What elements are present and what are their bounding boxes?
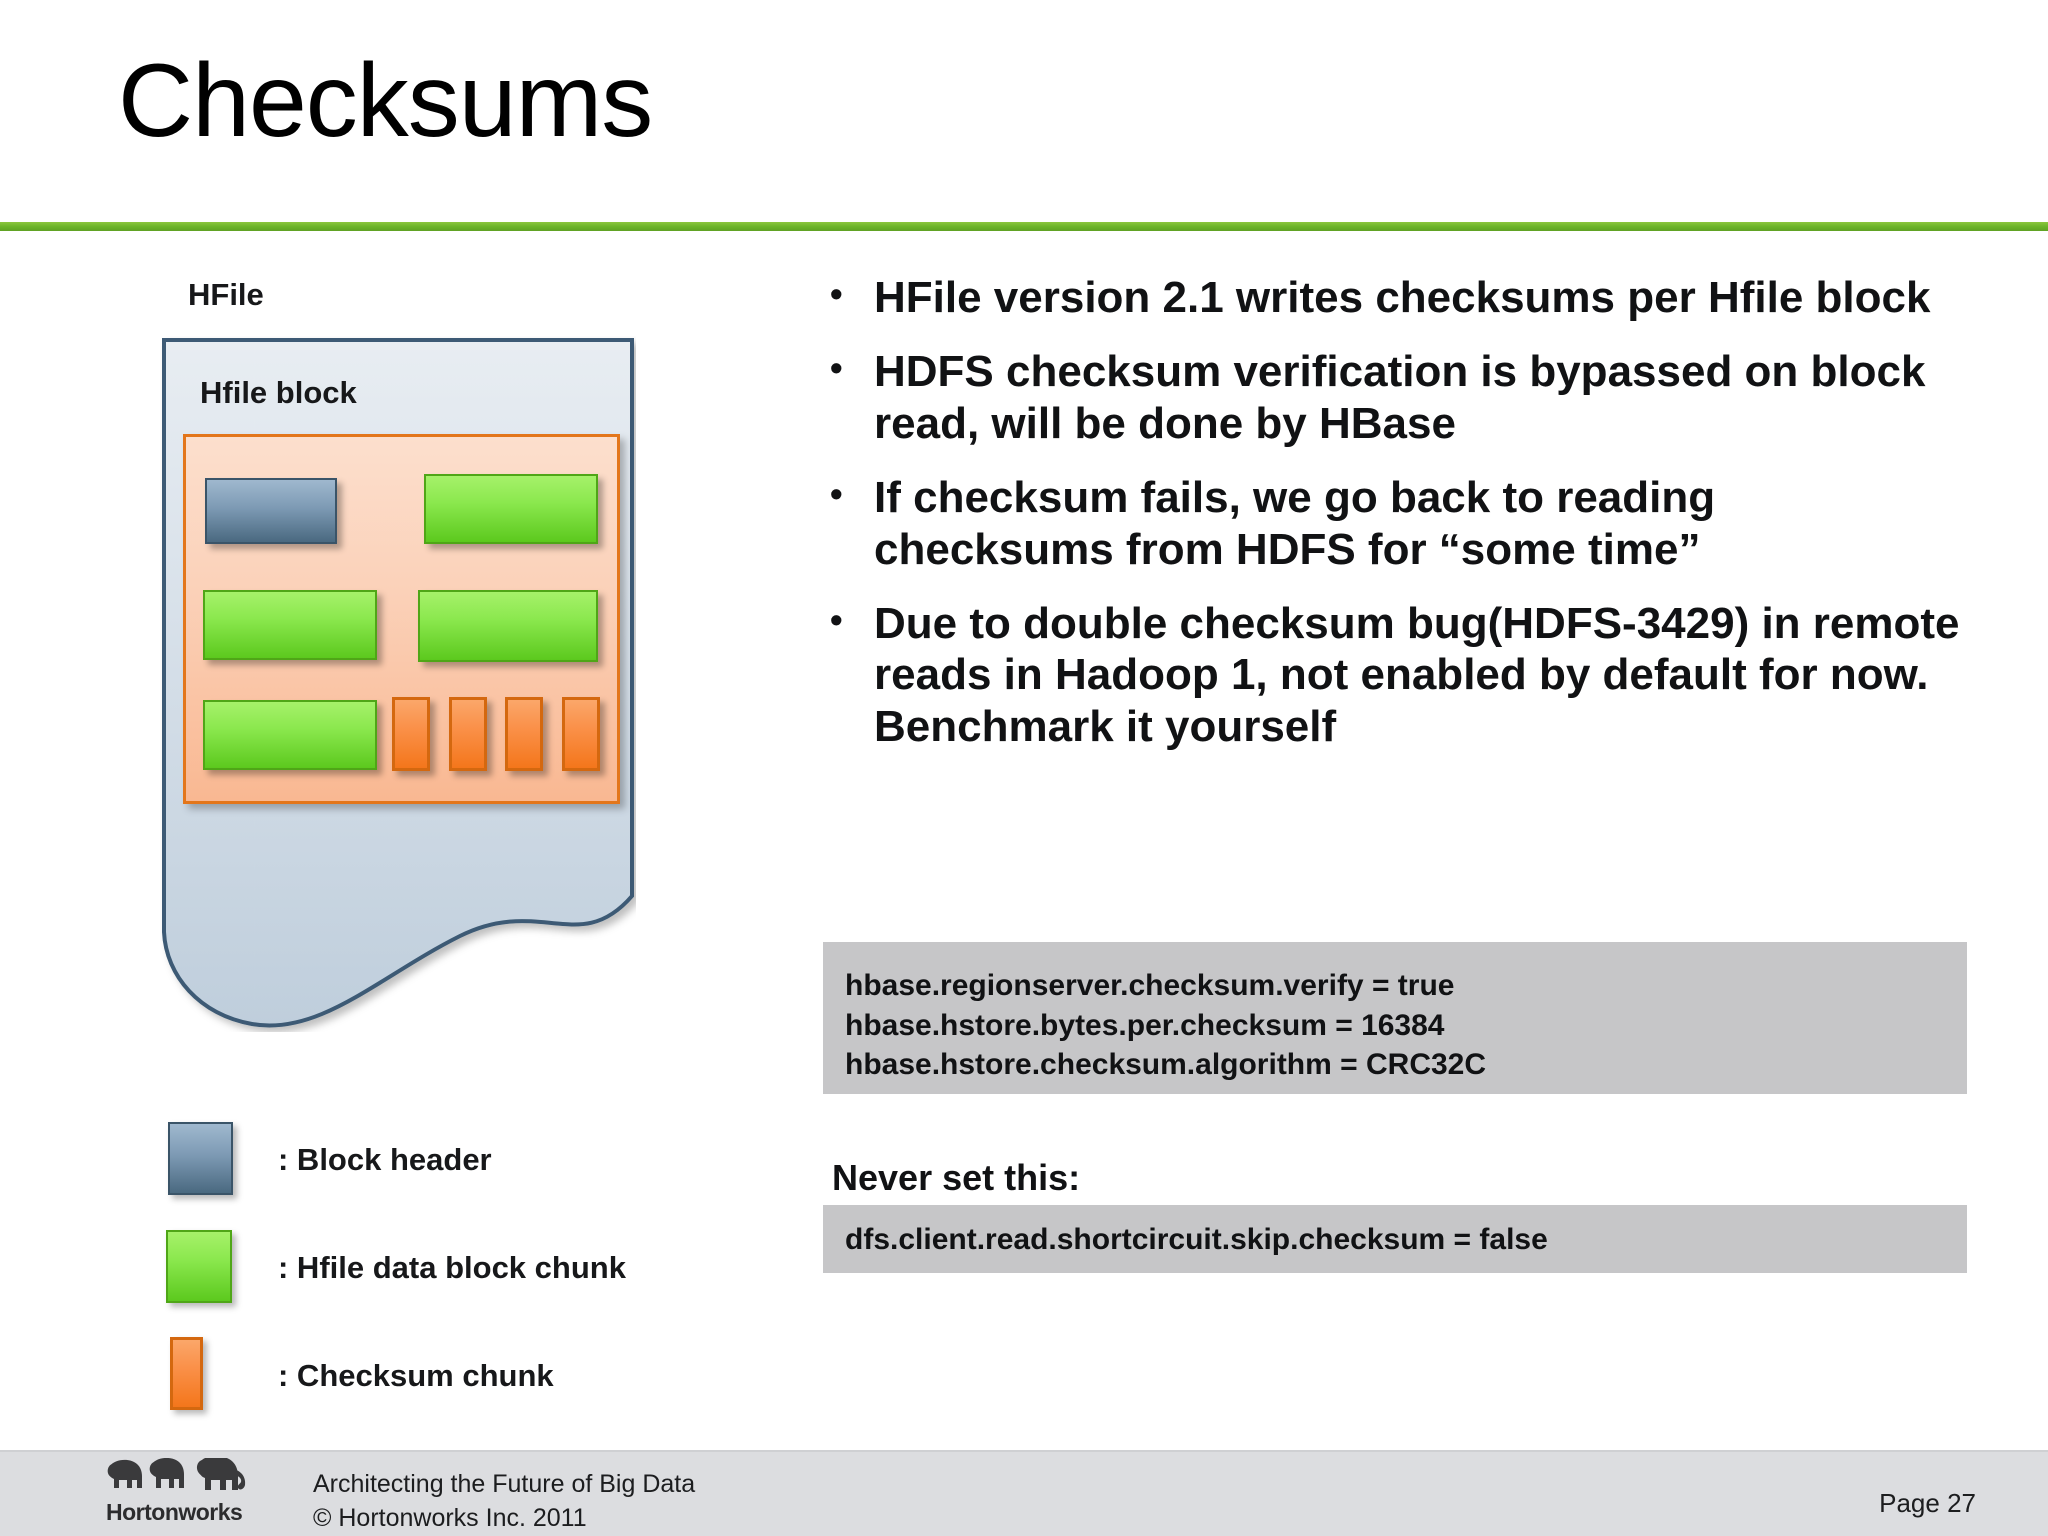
hfile-block-label: Hfile block (200, 375, 357, 410)
never-set-box: dfs.client.read.shortcircuit.skip.checks… (823, 1205, 1967, 1273)
legend-label-checksum-chunk: : Checksum chunk (278, 1358, 554, 1393)
bullet-item: HDFS checksum verification is bypassed o… (826, 344, 1966, 450)
checksum-chunk-2 (449, 697, 487, 771)
config-line: hbase.hstore.checksum.algorithm = CRC32C (845, 1048, 1487, 1082)
never-set-line: dfs.client.read.shortcircuit.skip.checks… (845, 1223, 1548, 1256)
data-block-chunk-2 (203, 590, 377, 660)
block-header-chunk-1 (205, 478, 337, 544)
config-line: hbase.regionserver.checksum.verify = tru… (845, 969, 1455, 1002)
svg-text:Hortonworks: Hortonworks (106, 1499, 242, 1525)
checksum-chunk-4 (562, 697, 600, 771)
never-set-heading: Never set this: (832, 1157, 1081, 1198)
checksum-chunk-1 (392, 697, 430, 771)
footer-tagline-block: Architecting the Future of Big Data © Ho… (313, 1468, 695, 1535)
hortonworks-logo: Hortonworks (104, 1455, 274, 1528)
legend-label-data-chunk: : Hfile data block chunk (278, 1250, 626, 1285)
footer-bar (0, 1450, 2048, 1536)
legend-label-block-header: : Block header (278, 1142, 492, 1177)
bullet-item: Due to double checksum bug(HDFS-3429) in… (826, 596, 1966, 754)
bullet-item: HFile version 2.1 writes checksums per H… (826, 270, 1966, 324)
bullet-list: HFile version 2.1 writes checksums per H… (826, 270, 1966, 775)
data-block-chunk-1 (424, 474, 598, 544)
page-number: Page 27 (1879, 1488, 1976, 1518)
page-title: Checksums (118, 43, 653, 159)
checksum-chunk-3 (505, 697, 543, 771)
data-block-chunk-3 (418, 590, 598, 662)
config-line: hbase.hstore.bytes.per.checksum = 16384 (845, 1008, 1445, 1042)
legend-swatch-data-chunk (166, 1230, 232, 1303)
legend-swatch-block-header (168, 1122, 233, 1195)
config-settings-box: hbase.regionserver.checksum.verify = tru… (823, 942, 1967, 1094)
data-block-chunk-4 (203, 700, 377, 770)
footer-copyright: © Hortonworks Inc. 2011 (313, 1503, 587, 1532)
footer-tagline: Architecting the Future of Big Data (313, 1470, 696, 1498)
hfile-label: HFile (188, 277, 264, 312)
legend-swatch-checksum-chunk (170, 1337, 203, 1410)
title-divider (0, 222, 2048, 231)
bullet-item: If checksum fails, we go back to reading… (826, 470, 1966, 576)
